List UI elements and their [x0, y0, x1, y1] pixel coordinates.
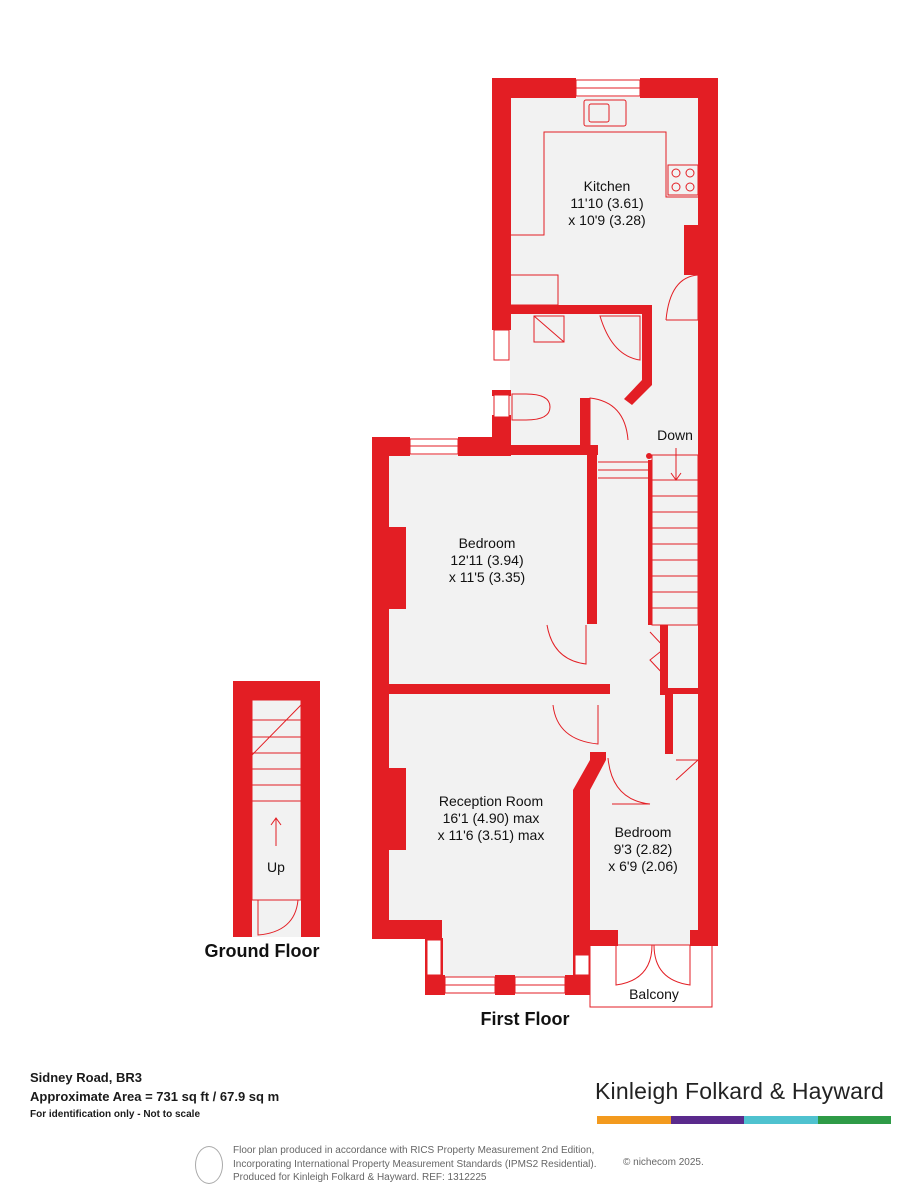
stairs-down-arrow-icon	[670, 472, 682, 481]
door-swing	[257, 899, 299, 936]
svg-text:11'10 (3.61): 11'10 (3.61)	[570, 195, 643, 211]
person-icon	[195, 1146, 223, 1184]
balcony-label: Balcony	[629, 986, 679, 1002]
room-bedroom-1: Bedroom 12'11 (3.94) x 11'5 (3.35)	[449, 535, 525, 585]
windows	[409, 79, 641, 994]
door-swing	[649, 631, 666, 677]
svg-text:Bedroom: Bedroom	[615, 824, 672, 840]
identification-note: For identification only - Not to scale	[30, 1109, 201, 1120]
door-swing	[675, 759, 700, 781]
svg-text:x 11'5 (3.35): x 11'5 (3.35)	[449, 569, 525, 585]
svg-text:12'11 (3.94): 12'11 (3.94)	[450, 552, 523, 568]
bath-icon	[599, 315, 641, 361]
agency-logo: Kinleigh Folkard & Hayward	[595, 1078, 884, 1104]
brand-color-bar	[597, 1116, 891, 1124]
svg-text:x 10'9 (3.28): x 10'9 (3.28)	[568, 212, 645, 228]
stairs-down-label: Down	[657, 427, 693, 443]
hob-icon	[667, 164, 699, 196]
kitchen-sink-icon	[583, 99, 627, 127]
svg-text:x 11'6 (3.51) max: x 11'6 (3.51) max	[438, 827, 545, 843]
door-swing	[552, 704, 599, 745]
measurement-credit: Floor plan produced in accordance with R…	[195, 1144, 735, 1188]
ground-floor-title: Ground Floor	[205, 941, 320, 961]
copyright: © nichecom 2025.	[623, 1157, 704, 1168]
credit-line-3: Produced for Kinleigh Folkard & Hayward.…	[233, 1172, 487, 1183]
room-kitchen: Kitchen 11'10 (3.61) x 10'9 (3.28)	[568, 178, 645, 228]
svg-text:Bedroom: Bedroom	[459, 535, 516, 551]
stair-treads	[598, 461, 698, 609]
svg-text:16'1 (4.90) max: 16'1 (4.90) max	[443, 810, 540, 826]
brand-color-segment	[597, 1116, 671, 1124]
door-swing	[665, 274, 699, 321]
door-swing	[546, 624, 587, 665]
shower-icon	[533, 315, 565, 343]
stairs-up-arrow-icon	[270, 817, 282, 826]
approximate-area: Approximate Area = 731 sq ft / 67.9 sq m	[30, 1089, 280, 1104]
room-reception: Reception Room 16'1 (4.90) max x 11'6 (3…	[438, 793, 545, 843]
property-address: Sidney Road, BR3	[30, 1070, 142, 1085]
brand-color-segment	[670, 1116, 744, 1124]
svg-text:Reception Room: Reception Room	[439, 793, 543, 809]
credit-line-2: Incorporating International Property Mea…	[233, 1158, 597, 1170]
toilet-icon	[511, 393, 551, 421]
ground-floor-plan	[233, 681, 320, 937]
property-info: Sidney Road, BR3 Approximate Area = 731 …	[30, 1068, 279, 1124]
svg-text:9'3 (2.82): 9'3 (2.82)	[614, 841, 673, 857]
room-bedroom-2: Bedroom 9'3 (2.82) x 6'9 (2.06)	[608, 824, 678, 874]
door-swing	[607, 757, 651, 805]
svg-text:x 6'9 (2.06): x 6'9 (2.06)	[608, 858, 678, 874]
credit-line-1: Floor plan produced in accordance with R…	[233, 1145, 595, 1156]
brand-color-segment	[817, 1116, 891, 1124]
svg-text:Kitchen: Kitchen	[584, 178, 631, 194]
first-floor-title: First Floor	[481, 1009, 570, 1029]
fixtures	[509, 99, 713, 1008]
floor-plan: Kitchen 11'10 (3.61) x 10'9 (3.28) Bedro…	[205, 78, 718, 1029]
stairs-up-label: Up	[267, 859, 285, 875]
door-swing	[589, 397, 629, 445]
brand-color-segment	[744, 1116, 818, 1124]
balcony-outline	[589, 944, 713, 1008]
